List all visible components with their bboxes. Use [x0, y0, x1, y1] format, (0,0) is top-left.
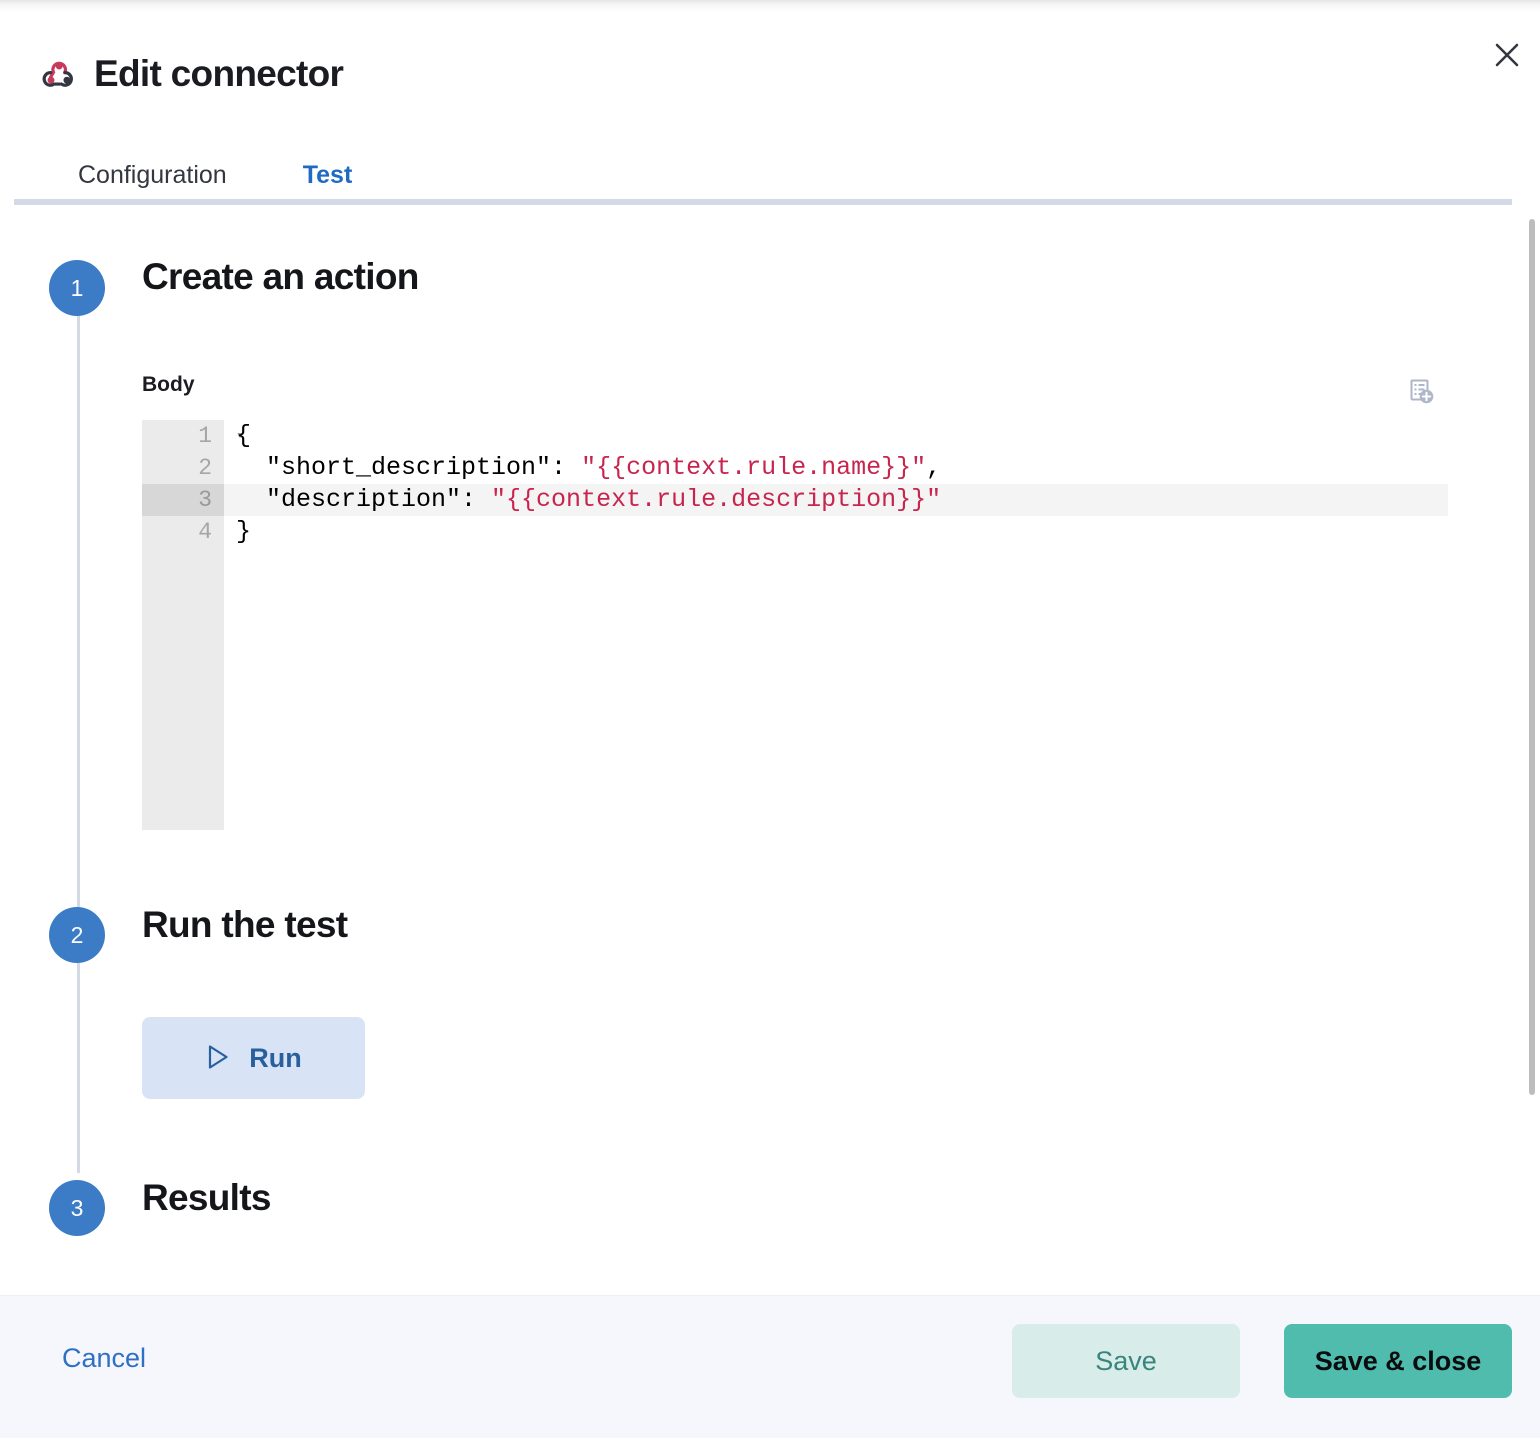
- chevron-down-icon[interactable]: ▾: [236, 428, 244, 443]
- run-button[interactable]: Run: [142, 1017, 365, 1099]
- flyout-body: 1 Create an action Body: [0, 205, 1540, 1295]
- step-3-title: Results: [142, 1177, 271, 1218]
- gutter-line-2[interactable]: 2: [198, 455, 212, 481]
- code-line-2[interactable]: "short_description": "{{context.rule.nam…: [224, 452, 1448, 484]
- code-line-1[interactable]: {: [224, 420, 1448, 452]
- body-field-label: Body: [142, 373, 195, 396]
- step-connector-line-1: [77, 315, 80, 955]
- webhook-icon: [40, 55, 78, 93]
- code-key: "short_description":: [236, 453, 582, 482]
- body-code-editor[interactable]: 1 ▾ 2 3 4 { "short_description": "{{cont…: [142, 420, 1448, 830]
- gutter-line-number: 1: [198, 423, 212, 449]
- code-key: "description":: [236, 485, 492, 514]
- cancel-button[interactable]: Cancel: [62, 1343, 147, 1373]
- add-variable-icon[interactable]: [1400, 372, 1444, 412]
- page-title: Edit connector: [94, 53, 344, 94]
- code-text: {: [236, 421, 252, 450]
- tab-configuration[interactable]: Configuration: [40, 141, 265, 209]
- step-1-title: Create an action: [142, 256, 419, 297]
- gutter-line-3[interactable]: 3: [142, 484, 224, 516]
- body-scrollbar[interactable]: [1524, 205, 1540, 1295]
- code-value: "{{context.rule.description}}": [491, 485, 942, 514]
- gutter-line-1[interactable]: 1 ▾: [142, 420, 244, 452]
- run-button-label: Run: [249, 1042, 302, 1073]
- save-button[interactable]: Save: [1012, 1324, 1240, 1398]
- top-shadow: [0, 0, 1540, 14]
- step-2-badge: 2: [49, 907, 105, 963]
- code-text: }: [236, 517, 252, 546]
- body-scrollbar-thumb[interactable]: [1529, 219, 1535, 1095]
- close-icon: [1494, 42, 1520, 68]
- play-icon: [205, 1043, 231, 1074]
- step-1-badge: 1: [49, 260, 105, 316]
- code-line-3[interactable]: "description": "{{context.rule.descripti…: [224, 484, 1448, 516]
- step-connector-line-2: [77, 963, 80, 1173]
- gutter-line-4[interactable]: 4: [198, 519, 212, 545]
- title-row: Edit connector: [40, 52, 344, 96]
- step-3-badge: 3: [49, 1180, 105, 1236]
- close-button[interactable]: [1484, 32, 1530, 78]
- editor-gutter: 1 ▾ 2 3 4: [142, 420, 244, 830]
- flyout-footer: Cancel Save Save & close: [0, 1295, 1540, 1438]
- code-value: "{{context.rule.name}}": [581, 453, 927, 482]
- step-2-title: Run the test: [142, 904, 348, 945]
- tab-bottom-border: [14, 199, 1512, 205]
- code-line-4[interactable]: }: [224, 516, 1448, 548]
- flyout-header: Edit connector Configuration Test: [0, 14, 1540, 209]
- editor-code-area[interactable]: { "short_description": "{{context.rule.n…: [224, 420, 1448, 830]
- code-tail: ,: [926, 453, 942, 482]
- save-and-close-button[interactable]: Save & close: [1284, 1324, 1512, 1398]
